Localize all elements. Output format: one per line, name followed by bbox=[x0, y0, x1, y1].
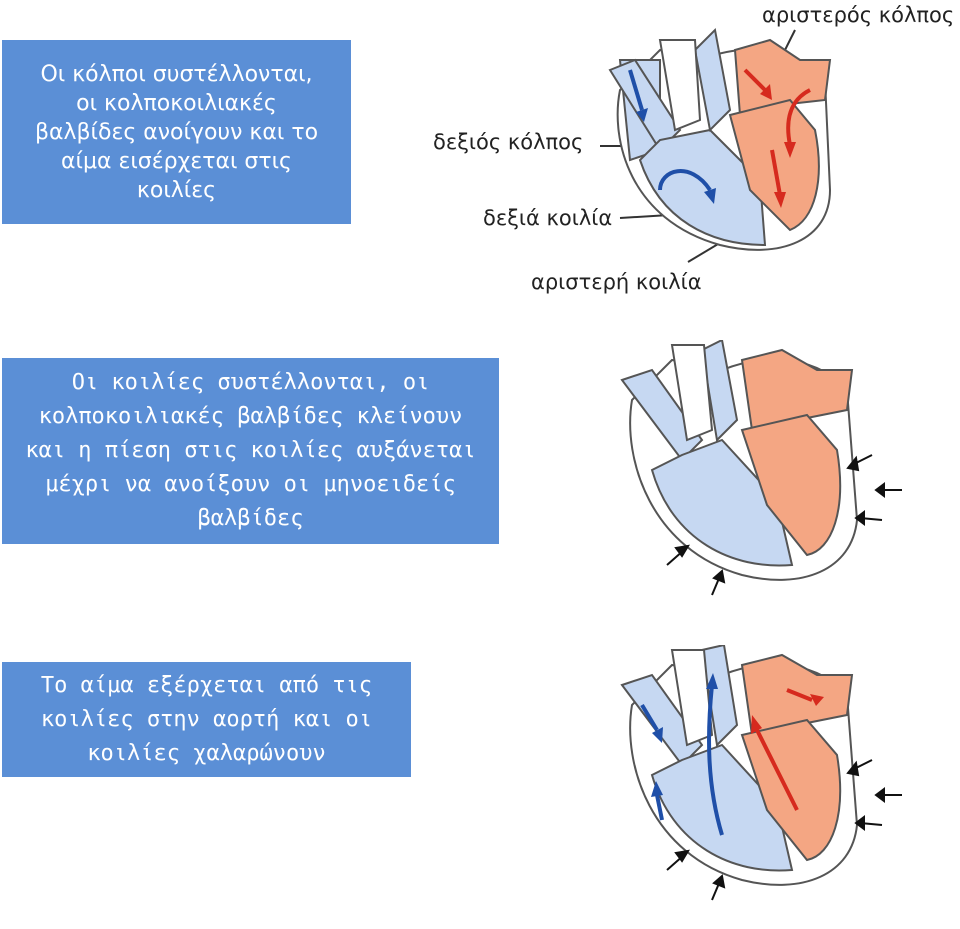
blue-arrow-1 bbox=[628, 69, 644, 111]
right-ventricle bbox=[650, 743, 794, 872]
red-arrow-1 bbox=[743, 68, 767, 92]
label-right-ventricle: δεξιά κοιλία bbox=[483, 206, 613, 230]
blue-arrow-up bbox=[707, 684, 724, 836]
aorta bbox=[670, 344, 714, 442]
pressure-arrows bbox=[666, 454, 902, 596]
label-left-atrium: αριστερός κόλπος bbox=[762, 3, 955, 27]
aorta bbox=[670, 649, 714, 747]
right-ventricle bbox=[650, 438, 794, 567]
label-right-atrium: δεξιός κόλπος bbox=[433, 130, 584, 154]
red-arrow-top bbox=[786, 688, 813, 702]
caption-ventricular-contraction-text: Οι κοιλίες συστέλλονται, οι κολποκοιλιακ… bbox=[25, 370, 476, 531]
pressure-arrows bbox=[666, 759, 902, 901]
left-ventricle bbox=[740, 413, 842, 557]
pulmonary-artery bbox=[700, 645, 739, 748]
caption-atrial-systole-text: Οι κόλποι συστέλλονται, οι κολποκοιλιακέ… bbox=[34, 61, 319, 203]
vena-cava bbox=[608, 58, 682, 152]
red-arrow-3 bbox=[770, 149, 782, 196]
caption-ventricular-contraction: Οι κοιλίες συστέλλονται, οι κολποκοιλιακ… bbox=[2, 358, 499, 544]
pulmonary-artery bbox=[693, 27, 732, 133]
heart-diagram-ejection bbox=[620, 645, 902, 901]
blue-arrow-low bbox=[655, 794, 664, 821]
blue-arrow-in bbox=[640, 703, 659, 732]
pulmonary-artery bbox=[700, 340, 739, 443]
vena-cava bbox=[620, 368, 704, 462]
red-arrow-2 bbox=[786, 88, 811, 146]
heart-diagram-ventricular-contraction bbox=[620, 340, 902, 596]
red-arrow-up bbox=[755, 729, 799, 811]
aorta bbox=[658, 39, 702, 132]
label-left-ventricle: αριστερή κοιλία bbox=[531, 270, 702, 294]
left-ventricle bbox=[740, 718, 842, 862]
blue-arrow-2 bbox=[658, 169, 712, 192]
caption-ejection-text: Το αίμα εξέρχεται από τις κοιλίες στην α… bbox=[40, 672, 373, 766]
caption-atrial-systole: Οι κόλποι συστέλλονται, οι κολποκοιλιακέ… bbox=[2, 40, 351, 224]
heart-diagram-atrial-systole bbox=[608, 27, 832, 251]
caption-ejection: Το αίμα εξέρχεται από τις κοιλίες στην α… bbox=[2, 662, 411, 777]
